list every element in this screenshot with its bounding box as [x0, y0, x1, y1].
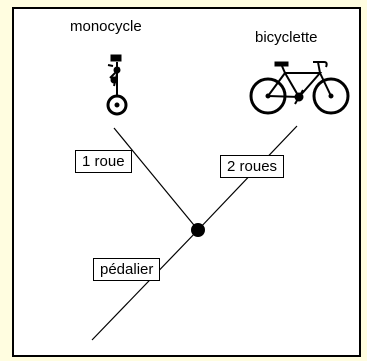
unicycle-icon [106, 54, 128, 116]
character-label-2-roues: 2 roues [220, 155, 285, 178]
character-label-1-roue: 1 roue [75, 150, 132, 173]
branch-stem [91, 229, 199, 341]
character-label-pedalier: pédalier [93, 258, 161, 281]
branch-left [113, 127, 199, 231]
branch-node [191, 223, 205, 237]
taxon-label-bicyclette: bicyclette [255, 29, 318, 46]
diagram-panel [12, 7, 361, 357]
branch-right [197, 125, 298, 231]
bicycle-icon [249, 61, 350, 115]
taxon-label-monocycle: monocycle [70, 18, 142, 35]
